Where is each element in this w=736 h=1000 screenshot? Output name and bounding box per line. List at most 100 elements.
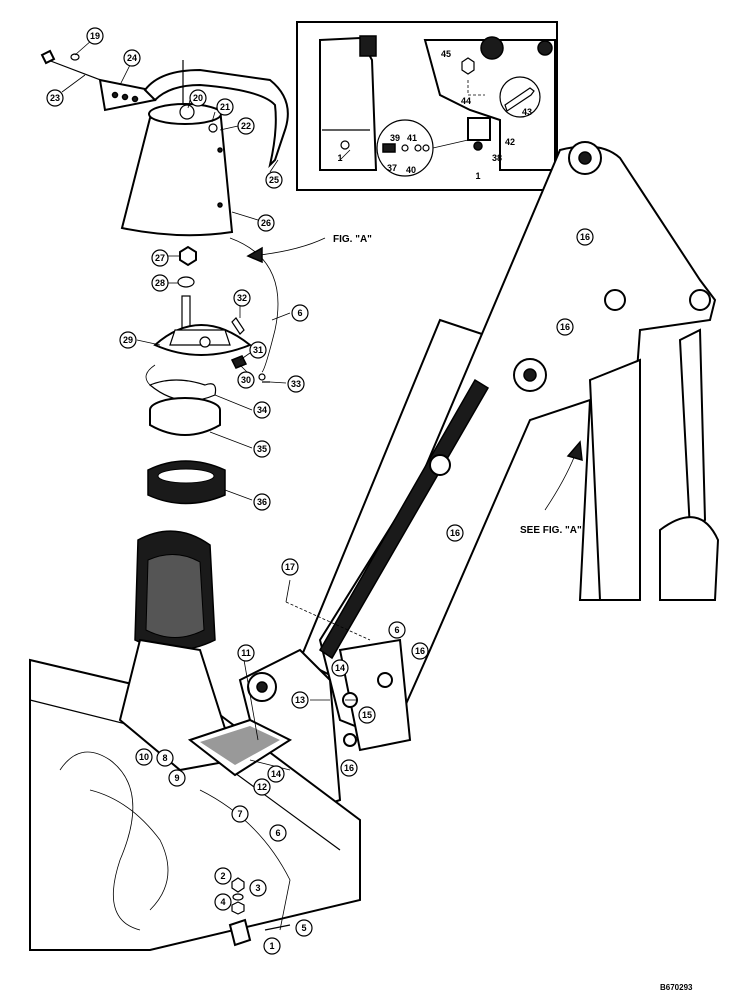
callout-circle	[291, 691, 309, 709]
callout-19: 17	[281, 558, 299, 576]
inset-label-2: 43	[522, 107, 532, 117]
callout-39: 1	[263, 937, 281, 955]
callout-circle	[291, 304, 309, 322]
inset-label-8: 38	[492, 153, 502, 163]
callout-6: 25	[265, 171, 283, 189]
callout-number: 24	[127, 53, 137, 63]
callout-number: 23	[50, 93, 60, 103]
callout-number: 39	[390, 133, 400, 143]
callout-32: 8	[156, 749, 174, 767]
callout-22: 16	[446, 524, 464, 542]
callout-40: 5	[295, 919, 313, 937]
callout-number: 1	[337, 153, 342, 163]
callout-14: 33	[287, 375, 305, 393]
callout-circle	[253, 493, 271, 511]
callout-number: 12	[257, 782, 267, 792]
callout-number: 31	[253, 345, 263, 355]
callout-25: 11	[237, 644, 255, 662]
callout-number: 6	[394, 625, 399, 635]
callout-31: 10	[135, 748, 153, 766]
callout-11: 6	[291, 304, 309, 322]
callout-35: 6	[269, 824, 287, 842]
callout-number: 6	[275, 828, 280, 838]
callout-number: 38	[492, 153, 502, 163]
callout-number: 40	[406, 165, 416, 175]
callout-8: 27	[151, 249, 169, 267]
callout-number: 1	[269, 941, 274, 951]
callout-number: 7	[237, 809, 242, 819]
inset-label-3: 39	[390, 133, 400, 143]
callout-number: 41	[407, 133, 417, 143]
callout-number: 26	[261, 218, 271, 228]
callout-38: 4	[214, 893, 232, 911]
callout-circle	[411, 642, 429, 660]
inset-label-5: 37	[387, 163, 397, 173]
callout-circle	[119, 331, 137, 349]
callout-circle	[257, 214, 275, 232]
callout-circle	[168, 769, 186, 787]
inset-label-9: 1	[475, 171, 480, 181]
callout-circle	[253, 440, 271, 458]
callout-2: 23	[46, 89, 64, 107]
callout-circle	[331, 659, 349, 677]
callout-4: 21	[216, 98, 234, 116]
callout-number: 14	[271, 769, 281, 779]
callout-circle	[237, 371, 255, 389]
callout-circle	[576, 228, 594, 246]
callout-number: 16	[560, 322, 570, 332]
callout-number: 19	[90, 31, 100, 41]
drawing-id: B670293	[660, 983, 693, 992]
inset-detail	[296, 21, 558, 191]
callout-0: 19	[86, 27, 104, 45]
inset-label-4: 41	[407, 133, 417, 143]
callout-30: 12	[253, 778, 271, 796]
callout-circle	[214, 867, 232, 885]
callout-circle	[358, 706, 376, 724]
callout-12: 29	[119, 331, 137, 349]
boom-assembly	[238, 141, 720, 817]
callout-circle	[46, 89, 64, 107]
callout-number: 34	[257, 405, 267, 415]
callout-23: 16	[411, 642, 429, 660]
callout-1: 24	[123, 49, 141, 67]
callout-number: 22	[241, 121, 251, 131]
callout-circle	[233, 289, 251, 307]
callout-number: 45	[441, 49, 451, 59]
callout-9: 28	[151, 274, 169, 292]
callout-number: 9	[174, 773, 179, 783]
callout-number: 16	[415, 646, 425, 656]
callout-24: 16	[340, 759, 358, 777]
callout-circle	[249, 341, 267, 359]
callout-number: 32	[237, 293, 247, 303]
callout-circle	[189, 89, 207, 107]
callout-number: 36	[257, 497, 267, 507]
callout-number: 35	[257, 444, 267, 454]
callout-number: 17	[285, 562, 295, 572]
callout-circle	[267, 765, 285, 783]
callout-number: 3	[255, 883, 260, 893]
callout-13: 31	[249, 341, 267, 359]
callout-circle	[556, 318, 574, 336]
callout-number: 44	[461, 96, 471, 106]
callout-number: 42	[505, 137, 515, 147]
callout-circle	[295, 919, 313, 937]
callout-number: 43	[522, 107, 532, 117]
callout-number: 13	[295, 695, 305, 705]
callout-10: 32	[233, 289, 251, 307]
callout-17: 35	[253, 440, 271, 458]
callout-number: 16	[580, 232, 590, 242]
inset-label-6: 40	[406, 165, 416, 175]
inset-label-7: 42	[505, 137, 515, 147]
callout-27: 14	[331, 659, 349, 677]
callout-number: 4	[220, 897, 225, 907]
callout-3: 20	[189, 89, 207, 107]
callout-34: 7	[231, 805, 249, 823]
callout-circle	[253, 778, 271, 796]
callout-number: 27	[155, 253, 165, 263]
callout-circle	[253, 401, 271, 419]
callout-20: 16	[576, 228, 594, 246]
callout-number: 15	[362, 710, 372, 720]
